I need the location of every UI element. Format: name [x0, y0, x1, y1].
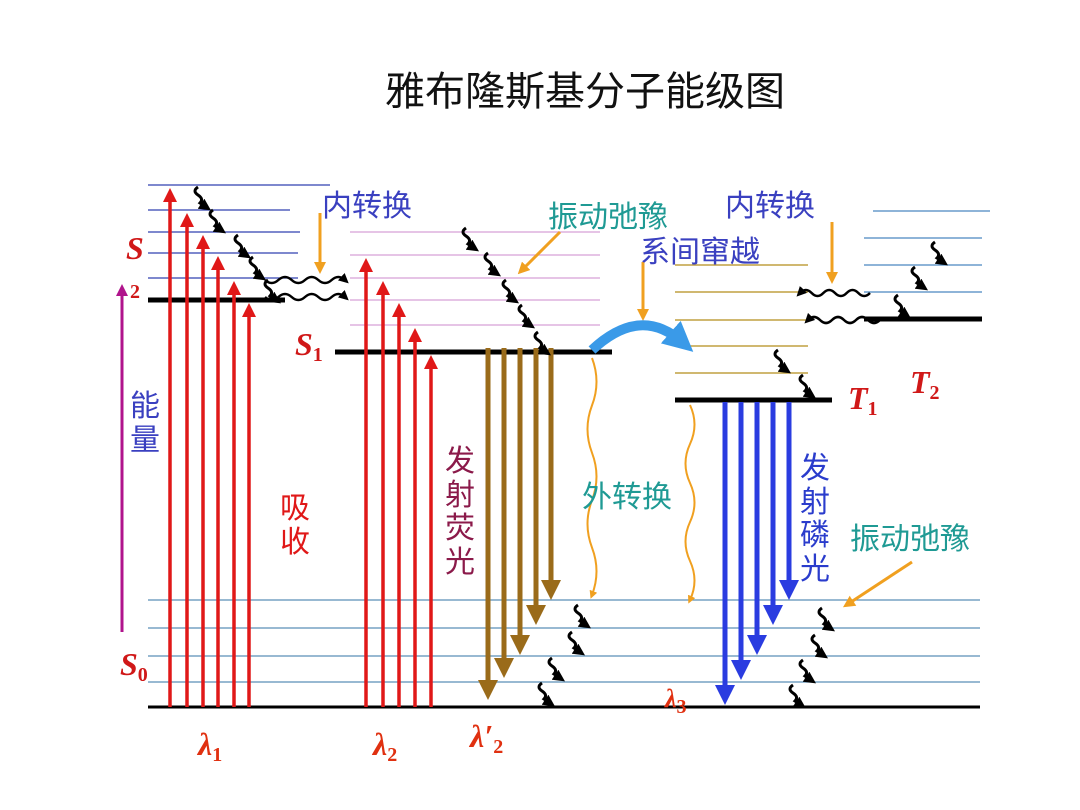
vibrational-relaxation-bottom-pointer — [842, 560, 913, 608]
state-t1-label: T1 — [848, 380, 878, 420]
vibrational-relaxation-arrow — [533, 330, 551, 356]
vibrational-relaxation-arrow — [537, 681, 555, 707]
state-s2-subscript: 2 — [130, 281, 140, 303]
vibrational-relaxation-top-label: 振动弛豫 — [548, 200, 668, 235]
lambda3-label: λ3 — [665, 684, 687, 718]
vibrational-relaxation-arrow — [547, 656, 565, 682]
lambda2-prime-label: λ′2 — [470, 718, 504, 758]
fluorescence-label: 发射荧光 — [445, 444, 475, 580]
vibrational-relaxation-arrow — [798, 658, 816, 684]
vibrational-relaxation-arrow — [930, 240, 948, 266]
vibrational-relaxation-arrow — [817, 606, 835, 632]
vibrational-relaxation-arrow — [893, 293, 911, 319]
state-s0-label: S0 — [120, 646, 148, 686]
vibrational-relaxation-arrow — [263, 278, 281, 304]
vibrational-relaxation-arrow — [461, 226, 479, 252]
vibrational-relaxation-arrow — [517, 303, 535, 329]
internal-conversion-wave-arrow — [796, 285, 871, 298]
internal-conversion-wave-arrow — [264, 272, 349, 285]
external-conversion-label: 外转换 — [582, 480, 672, 515]
page-title: 雅布隆斯基分子能级图 — [385, 69, 785, 115]
vibrational-relaxation-arrow — [788, 683, 806, 709]
vibrational-relaxation-arrow — [193, 185, 211, 211]
external-conversion-wave — [586, 357, 598, 599]
lambda1-label: λ1 — [198, 726, 223, 766]
vibrational-relaxation-arrow — [248, 255, 266, 281]
state-t2-label: T2 — [910, 364, 940, 404]
energy-label: 能量 — [130, 389, 160, 458]
vibrational-relaxation-arrow — [810, 633, 828, 659]
external-conversion-wave — [684, 404, 696, 604]
vibrational-relaxation-arrow — [773, 348, 791, 374]
state-s1-label: S1 — [295, 326, 323, 366]
internal-conversion-wave-arrow — [804, 312, 881, 325]
intersystem-crossing-arrow — [588, 320, 694, 354]
vibrational-relaxation-bottom-label: 振动弛豫 — [850, 522, 970, 557]
internal-conversion-left-label: 内转换 — [322, 189, 412, 224]
intersystem-crossing-label: 系间窜越 — [640, 235, 760, 270]
phosphorescence-label: 发射磷光 — [800, 451, 830, 587]
vibrational-relaxation-arrow — [233, 233, 251, 259]
vibrational-relaxation-arrow — [798, 373, 816, 399]
internal-conversion-right-label: 内转换 — [725, 189, 815, 224]
vibrational-relaxation-pointer — [517, 230, 562, 275]
vibrational-relaxation-arrow — [573, 603, 591, 629]
vibrational-relaxation-arrow — [501, 278, 519, 304]
vibrational-relaxation-arrow — [208, 208, 226, 234]
absorption-label: 吸收 — [280, 491, 310, 560]
state-s2-label: S — [126, 230, 144, 266]
vibrational-relaxation-arrow — [567, 630, 585, 656]
lambda2-label: λ2 — [373, 726, 398, 766]
internal-conversion-wave-arrow — [264, 289, 349, 302]
vibrational-relaxation-arrow — [910, 265, 928, 291]
vibrational-relaxation-arrow — [483, 251, 501, 277]
